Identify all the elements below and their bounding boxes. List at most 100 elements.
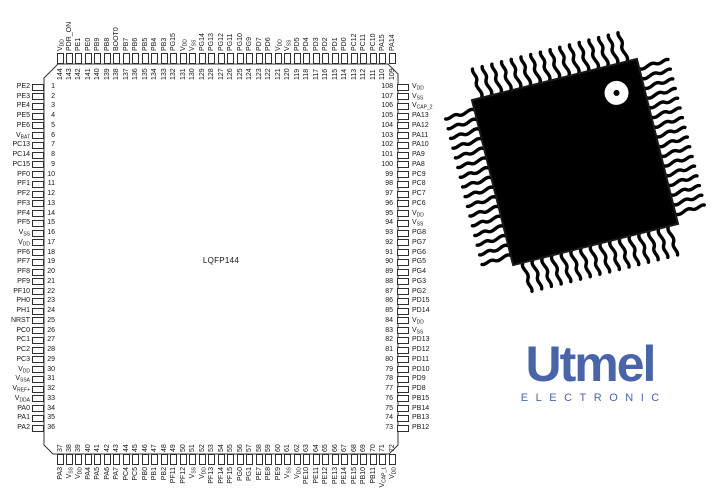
pin-box xyxy=(397,141,409,149)
pin-box xyxy=(397,278,409,286)
pin-label: PE2 xyxy=(16,83,30,90)
pin-number: 80 xyxy=(385,355,393,363)
lead xyxy=(671,193,704,207)
pin-number: 16 xyxy=(47,229,55,237)
pin-number: 103 xyxy=(381,131,393,139)
lead xyxy=(549,253,563,286)
pin-number: 134 xyxy=(151,68,159,80)
pin-label: PF9 xyxy=(17,277,30,285)
pin-box xyxy=(341,454,349,465)
pin-box xyxy=(189,53,197,64)
pin-box xyxy=(56,53,64,64)
pin-number: 43 xyxy=(113,444,121,452)
lead xyxy=(470,214,503,228)
pin-box xyxy=(65,53,73,64)
lead xyxy=(647,96,680,110)
pin-box xyxy=(151,454,159,465)
pin-box xyxy=(32,375,44,383)
pin-label: PG8 xyxy=(412,229,427,237)
pin-box xyxy=(160,53,168,64)
pin-number: 81 xyxy=(385,346,393,354)
pin-number: 5 xyxy=(51,121,55,129)
pin-box xyxy=(198,454,206,465)
pin-label: PA15 xyxy=(379,34,387,51)
pin-box xyxy=(189,454,197,465)
pin-label: PE0 xyxy=(84,37,92,51)
pin-number: 3 xyxy=(51,102,55,110)
pin-label: PB11 xyxy=(369,467,377,484)
pin-number: 41 xyxy=(94,444,102,452)
lead xyxy=(451,136,484,150)
pin-label: PB5 xyxy=(141,37,149,51)
pin-box xyxy=(32,258,44,266)
pin-number: 93 xyxy=(385,229,393,237)
pin-label: PD9 xyxy=(412,375,426,383)
pin-box xyxy=(341,53,349,64)
pin-box xyxy=(32,132,44,140)
pin-number: 132 xyxy=(170,68,178,80)
pin-box xyxy=(32,366,44,374)
pin-number: 31 xyxy=(47,375,55,383)
pin-number: 25 xyxy=(47,316,55,324)
lead xyxy=(540,256,554,289)
pin-label: PE13 xyxy=(331,467,339,485)
lead xyxy=(637,57,670,71)
pin-number: 51 xyxy=(189,444,197,452)
pin-number: 2 xyxy=(51,92,55,100)
lead xyxy=(646,229,660,262)
pin-box xyxy=(397,414,409,422)
lead xyxy=(538,50,552,83)
lead xyxy=(477,243,510,257)
pin-box xyxy=(274,53,282,64)
pin-number: 30 xyxy=(47,365,55,373)
pin-number: 17 xyxy=(47,238,55,246)
pin-label: PE4 xyxy=(16,102,30,110)
pin-label: PC9 xyxy=(412,170,426,178)
pin-number: 60 xyxy=(274,444,282,452)
pin-box xyxy=(397,239,409,247)
pin-label: PD8 xyxy=(412,385,426,393)
pin-number: 58 xyxy=(255,444,263,452)
pin-box xyxy=(32,239,44,247)
pin-box xyxy=(397,151,409,159)
pin-number: 88 xyxy=(385,277,393,285)
pin-number: 121 xyxy=(274,68,282,80)
pin-label: PF12 xyxy=(179,467,187,484)
lead-row xyxy=(520,224,680,293)
pin-number: 98 xyxy=(385,180,393,188)
pin-number: 35 xyxy=(47,414,55,422)
pin-box xyxy=(198,53,206,64)
pin-number: 66 xyxy=(331,444,339,452)
pin-label: PD0 xyxy=(341,37,349,51)
pin-box xyxy=(217,454,225,465)
pin-number: 46 xyxy=(141,444,149,452)
pin-box xyxy=(397,366,409,374)
pin-number: 112 xyxy=(360,68,368,80)
lead xyxy=(490,62,504,95)
pin-box xyxy=(379,454,387,465)
pin-box xyxy=(246,454,254,465)
lead xyxy=(463,185,496,199)
pin-box xyxy=(397,405,409,413)
pin-number: 113 xyxy=(350,68,358,80)
pin-box xyxy=(32,356,44,364)
pin-label: PC13 xyxy=(12,141,30,149)
lead xyxy=(499,60,513,93)
lead xyxy=(520,260,534,293)
pin-box xyxy=(397,317,409,325)
pin-label: PB10 xyxy=(360,467,368,485)
pin-box xyxy=(397,93,409,101)
lead xyxy=(642,77,675,91)
pin-label: VDD xyxy=(412,316,424,326)
lead xyxy=(666,174,699,188)
pin-label: PF2 xyxy=(17,190,30,198)
pin-label: PA2 xyxy=(17,424,30,431)
pin-label: PE15 xyxy=(350,467,358,485)
lead xyxy=(519,55,533,88)
pin-box xyxy=(397,336,409,344)
pin-number: 119 xyxy=(293,68,301,80)
pin-number: 19 xyxy=(47,258,55,266)
pin-label: VDD xyxy=(18,238,30,248)
pin-label: PC4 xyxy=(122,467,130,481)
